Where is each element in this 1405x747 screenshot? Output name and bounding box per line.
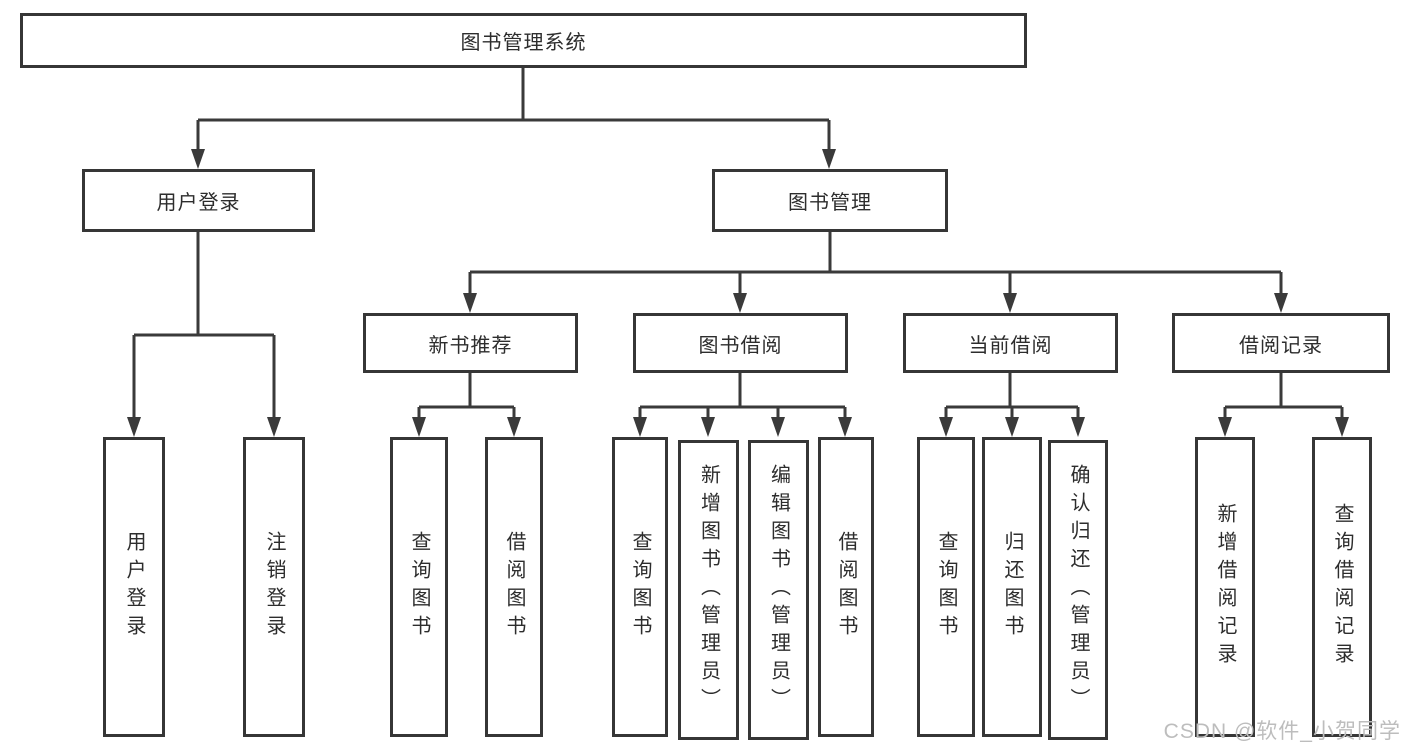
node-book-management: 图书管理 bbox=[712, 169, 948, 232]
node-current-borrow: 当前借阅 bbox=[903, 313, 1118, 373]
leaf-recommend-query-books: 查询图书 bbox=[390, 437, 448, 737]
leaf-records-query-record: 查询借阅记录 bbox=[1312, 437, 1372, 737]
leaf-current-return-books: 归还图书 bbox=[982, 437, 1042, 737]
leaf-borrow-borrow-books: 借阅图书 bbox=[818, 437, 874, 737]
leaf-current-confirm-return-admin: 确认归还（管理员） bbox=[1048, 440, 1108, 740]
node-new-book-recommend: 新书推荐 bbox=[363, 313, 578, 373]
csdn-watermark: CSDN @软件_小贺同学 bbox=[1163, 720, 1401, 743]
leaf-borrow-edit-books-admin: 编辑图书（管理员） bbox=[748, 440, 809, 740]
leaf-current-query-books: 查询图书 bbox=[917, 437, 975, 737]
leaf-recommend-borrow-books: 借阅图书 bbox=[485, 437, 543, 737]
node-book-borrow: 图书借阅 bbox=[633, 313, 848, 373]
node-root-system: 图书管理系统 bbox=[20, 13, 1027, 68]
node-borrow-records: 借阅记录 bbox=[1172, 313, 1390, 373]
leaf-borrow-add-books-admin: 新增图书（管理员） bbox=[678, 440, 739, 740]
leaf-user-login: 用户登录 bbox=[103, 437, 165, 737]
leaf-records-add-record: 新增借阅记录 bbox=[1195, 437, 1255, 737]
node-user-login: 用户登录 bbox=[82, 169, 315, 232]
leaf-borrow-query-books: 查询图书 bbox=[612, 437, 668, 737]
leaf-logout: 注销登录 bbox=[243, 437, 305, 737]
